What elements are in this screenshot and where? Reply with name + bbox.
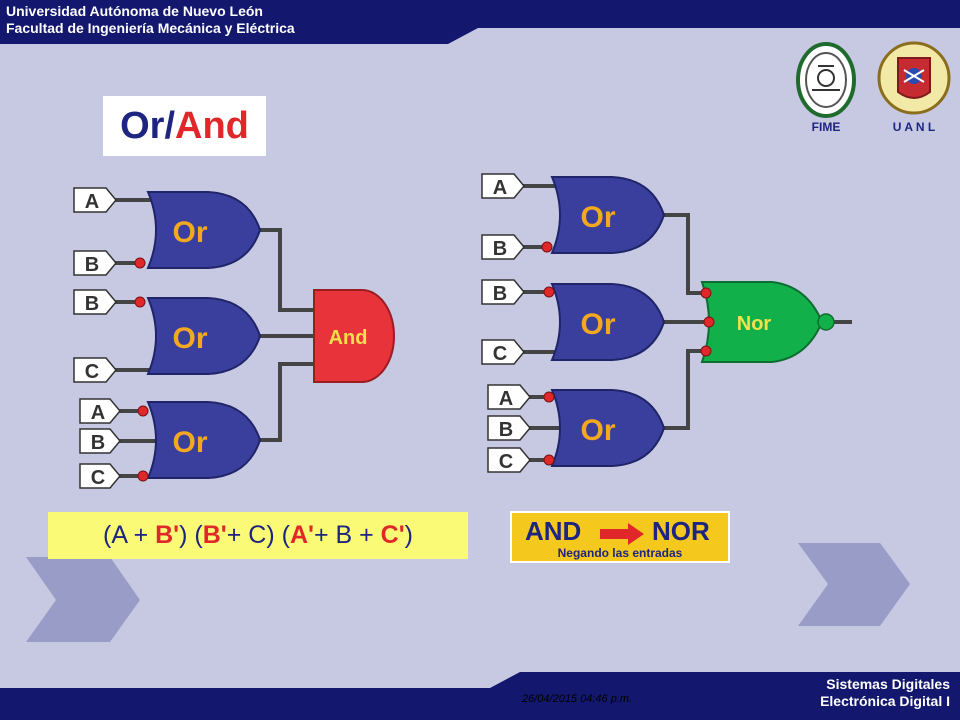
- right-input-C2: C: [481, 339, 525, 365]
- header-title: Universidad Autónoma de Nuevo León Facul…: [6, 3, 295, 37]
- svg-text:B: B: [499, 419, 513, 441]
- svg-text:Or: Or: [172, 216, 207, 249]
- right-or-gate-2: Or: [551, 283, 665, 361]
- svg-text:And: And: [329, 327, 368, 349]
- svg-text:Nor: Nor: [737, 313, 772, 335]
- footer-course-line1: Sistemas Digitales: [826, 676, 950, 692]
- right-inversion-bubbles: [541, 241, 715, 466]
- svg-text:C: C: [85, 361, 99, 383]
- left-input-C3: C: [79, 463, 121, 489]
- right-input-C3: C: [487, 447, 531, 473]
- left-input-B2: B: [73, 289, 117, 315]
- footer-date: 26/04/2015 04:46 p.m.: [522, 693, 633, 705]
- svg-text:B: B: [85, 254, 99, 276]
- left-or-gate-2: Or: [147, 297, 261, 375]
- expr-part: (A +: [103, 521, 156, 549]
- right-circuit: A B B C A B C Or Or Or Nor: [481, 173, 852, 473]
- slide-title: Or/And: [103, 96, 266, 156]
- right-input-B1: B: [481, 234, 525, 260]
- right-input-A1: A: [481, 173, 525, 199]
- left-input-A3: A: [79, 398, 121, 424]
- svg-text:C: C: [493, 343, 507, 365]
- and-nor-badge: AND NOR Negando las entradas: [510, 511, 730, 563]
- expr-part: ): [404, 521, 413, 549]
- right-input-A3: A: [487, 384, 531, 410]
- left-or-gate-3: Or: [147, 401, 261, 479]
- right-input-B2: B: [481, 279, 525, 305]
- header-university: Universidad Autónoma de Nuevo León: [6, 3, 263, 19]
- header-faculty: Facultad de Ingeniería Mecánica y Eléctr…: [6, 20, 295, 36]
- footer-course: Sistemas Digitales Electrónica Digital I: [820, 676, 950, 710]
- expr-complement: B': [202, 521, 227, 549]
- svg-text:B: B: [493, 238, 507, 260]
- right-nor-gate: Nor: [701, 281, 823, 363]
- footer-course-line2: Electrónica Digital I: [820, 693, 950, 709]
- svg-text:A: A: [91, 402, 105, 424]
- title-separator: /: [164, 105, 176, 147]
- title-or: Or: [120, 105, 165, 147]
- svg-text:B: B: [91, 432, 105, 454]
- svg-text:B: B: [85, 293, 99, 315]
- svg-text:A: A: [493, 177, 507, 199]
- expr-complement: B': [155, 521, 180, 549]
- svg-text:Or: Or: [580, 201, 615, 234]
- expr-complement: A': [289, 521, 314, 549]
- fime-logo-icon: [796, 42, 856, 118]
- svg-text:B: B: [493, 283, 507, 305]
- svg-text:Or: Or: [172, 426, 207, 459]
- badge-subtitle: Negando las entradas: [557, 546, 683, 560]
- expr-part: + B +: [313, 521, 381, 549]
- right-input-B3: B: [487, 415, 531, 441]
- header-band: [0, 0, 960, 44]
- svg-text:Or: Or: [172, 322, 207, 355]
- expr-complement: C': [380, 521, 405, 549]
- left-and-gate: And: [313, 289, 395, 383]
- svg-text:A: A: [499, 388, 513, 410]
- expr-part: ) (: [179, 521, 203, 549]
- fime-logo-text: FIME: [812, 120, 841, 134]
- left-input-B3: B: [79, 428, 121, 454]
- svg-text:C: C: [91, 467, 105, 489]
- nor-output-bubble: [817, 313, 835, 331]
- right-or-gate-3: Or: [551, 389, 665, 467]
- left-input-B1: B: [73, 250, 117, 276]
- svg-text:Or: Or: [580, 414, 615, 447]
- expr-part: + C) (: [226, 521, 290, 549]
- left-input-C2: C: [73, 357, 117, 383]
- left-input-A1: A: [73, 187, 117, 213]
- svg-text:Or: Or: [580, 308, 615, 341]
- title-and: And: [175, 105, 249, 147]
- svg-text:C: C: [499, 451, 513, 473]
- chevron-right-icon[interactable]: [798, 543, 910, 626]
- svg-text:A: A: [85, 191, 99, 213]
- uanl-logo-icon: [877, 41, 951, 115]
- badge-to: NOR: [652, 516, 710, 546]
- chevron-left-icon[interactable]: [26, 557, 140, 642]
- uanl-logo-text: U A N L: [893, 120, 935, 134]
- right-or-gate-1: Or: [551, 176, 665, 254]
- arrow-right-icon: [600, 523, 644, 545]
- left-or-gate-1: Or: [147, 191, 261, 269]
- left-circuit: A B B C A B C Or Or Or And: [73, 187, 395, 489]
- footer-band: [0, 672, 960, 720]
- left-inversion-bubbles: [134, 257, 149, 482]
- boolean-expression: (A + B') (B'+ C) (A'+ B + C'): [48, 512, 468, 559]
- badge-from: AND: [525, 516, 582, 546]
